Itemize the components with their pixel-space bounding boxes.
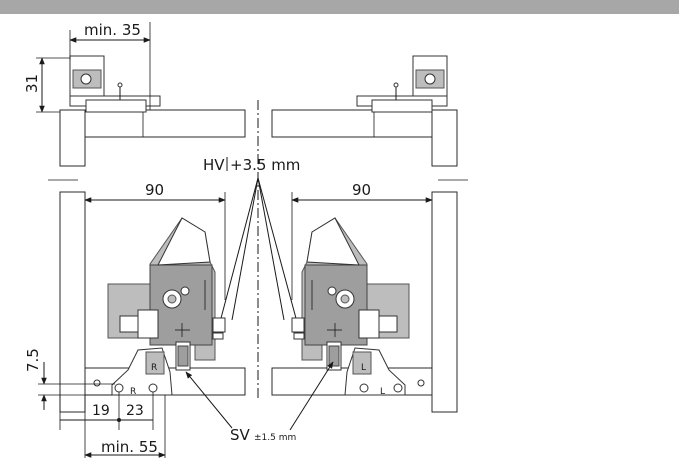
dim-90-left: 90 <box>84 181 226 300</box>
label-23: 23 <box>126 403 144 419</box>
top-right-view <box>271 55 458 167</box>
label-min55: min. 55 <box>101 438 158 456</box>
dim-7-5: 7.5 <box>24 348 115 410</box>
label-hv-value: +3.5 mm <box>230 156 300 174</box>
label-sv-tol: ±1.5 mm <box>254 433 296 443</box>
label-hv: HV <box>203 156 225 174</box>
label-90-left: 90 <box>145 181 164 199</box>
label-19: 19 <box>92 403 110 419</box>
label-90-right: 90 <box>352 181 371 199</box>
label-min35: min. 35 <box>84 21 141 39</box>
mark-r-lower: R <box>130 387 136 397</box>
dim-31: 31 <box>23 57 70 113</box>
dim-bottom: 19 23 min. 55 <box>59 392 166 458</box>
mark-r-upper: R <box>151 363 157 373</box>
label-31: 31 <box>23 74 41 93</box>
label-sv: SV <box>230 426 251 444</box>
mark-l-upper: L <box>361 363 366 373</box>
dim-90-right: 90 <box>291 181 433 300</box>
top-left-view <box>59 55 246 167</box>
hv-label: HV +3.5 mm <box>203 156 300 323</box>
mechanism-right-hand: R R <box>107 217 226 397</box>
header-bar <box>0 0 679 14</box>
mark-l-lower: L <box>380 387 385 397</box>
sv-label: SV ±1.5 mm <box>185 361 334 444</box>
label-7-5: 7.5 <box>24 348 42 372</box>
mechanism-left-hand: L L <box>291 217 410 397</box>
dim-min35: min. 35 <box>69 21 151 110</box>
